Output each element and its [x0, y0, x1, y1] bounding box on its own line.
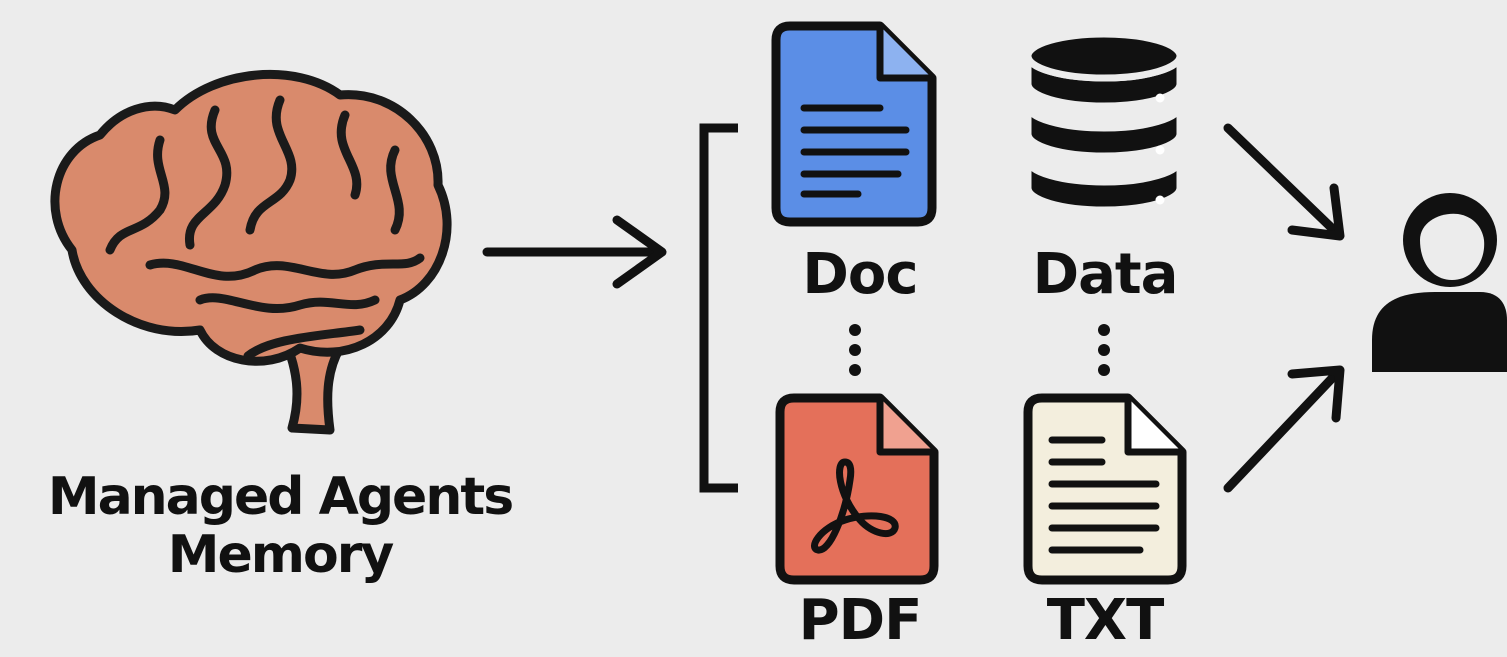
file-group-bracket	[699, 123, 738, 493]
pdf-file-icon	[775, 393, 939, 585]
pdf-label: PDF	[798, 588, 923, 653]
brain-icon	[50, 69, 452, 435]
doc-file-icon	[771, 21, 937, 227]
doc-label: Doc	[802, 242, 918, 307]
arrow-to-files	[482, 215, 667, 289]
txt-file-icon	[1023, 393, 1187, 585]
database-leds	[1155, 93, 1165, 205]
database-icon	[1024, 30, 1184, 214]
arrow-txt-to-user	[1223, 365, 1345, 493]
caption-line-1: Managed Agents	[47, 467, 514, 527]
arrow-data-to-user	[1223, 123, 1345, 241]
ellipsis-data-txt	[1098, 324, 1110, 376]
ellipsis-doc-pdf	[849, 324, 861, 376]
data-label: Data	[1032, 242, 1179, 307]
txt-label: TXT	[1046, 588, 1165, 653]
user-icon	[1372, 193, 1507, 372]
diagram-caption: Managed Agents Memory	[0, 468, 560, 584]
caption-line-2: Memory	[167, 525, 394, 585]
